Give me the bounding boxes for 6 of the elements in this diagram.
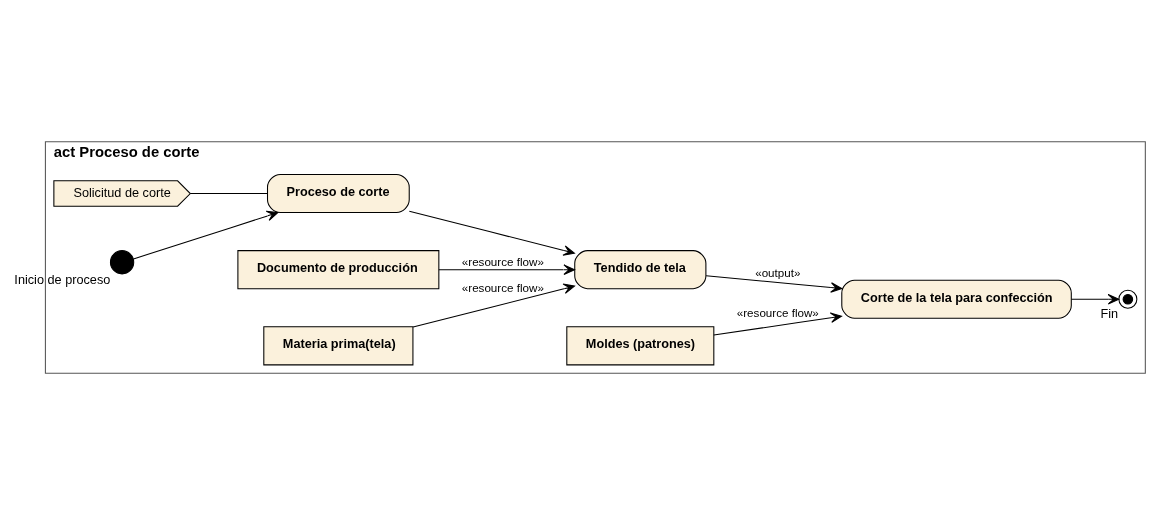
- edge-label: «resource flow»: [461, 254, 544, 268]
- node-label: Inicio de proceso: [14, 272, 111, 287]
- edge-label: «output»: [755, 265, 801, 279]
- edge-label: «resource flow»: [736, 305, 819, 319]
- edge-label: «resource flow»: [461, 280, 544, 294]
- node-label: Fin: [1100, 306, 1119, 321]
